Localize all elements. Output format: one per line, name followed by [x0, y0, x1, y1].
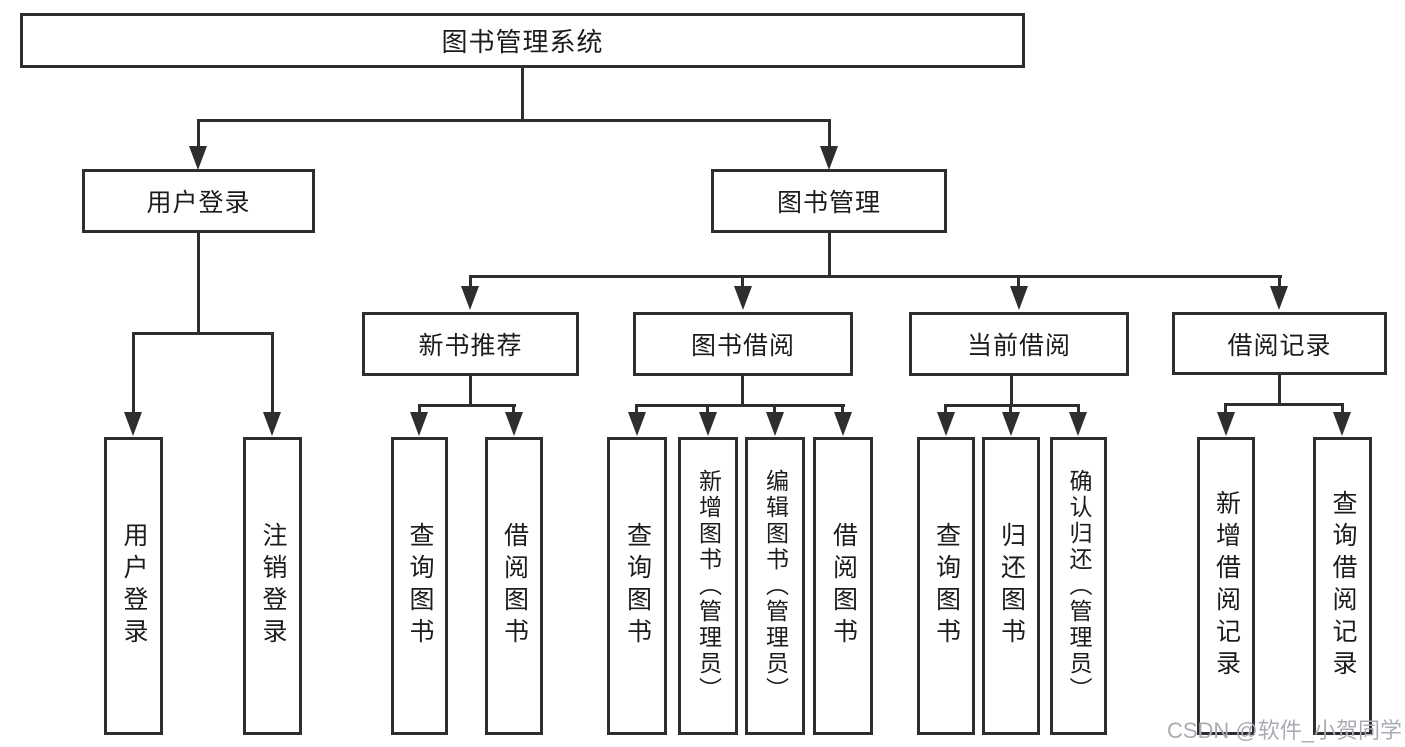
leaf-label: 借阅图书: [829, 522, 858, 650]
node-new-book-recommend: 新书推荐: [362, 312, 579, 376]
connector-line: [1009, 404, 1012, 413]
leaf-label: 查询借阅记录: [1329, 490, 1357, 682]
node-label: 借阅记录: [1227, 331, 1332, 360]
node-library-system: 图书管理系统: [20, 13, 1025, 68]
connector-line: [1010, 376, 1013, 407]
connector-line: [1341, 403, 1344, 413]
connector-line: [469, 376, 472, 407]
leaf-label: 归还图书: [997, 522, 1026, 650]
leaf-add-books-admin: 新增图书（管理员）: [678, 437, 738, 735]
leaf-label: 查询图书: [932, 522, 961, 650]
arrow-down-icon: [1270, 286, 1288, 310]
leaf-query-books-current: 查询图书: [917, 437, 975, 735]
connector-line: [469, 275, 472, 288]
connector-line: [197, 233, 200, 335]
connector-line: [828, 119, 831, 147]
arrow-down-icon: [263, 412, 281, 436]
node-label: 图书借阅: [690, 332, 795, 360]
leaf-edit-books-admin: 编辑图书（管理员）: [745, 437, 805, 735]
arrow-down-icon: [410, 412, 428, 436]
arrow-down-icon: [1010, 286, 1028, 310]
connector-line: [741, 275, 744, 288]
arrow-down-icon: [734, 286, 752, 310]
arrow-down-icon: [699, 412, 717, 436]
node-book-borrowing: 图书借阅: [633, 312, 853, 376]
arrow-down-icon: [820, 146, 838, 170]
leaf-label: 查询图书: [623, 522, 652, 650]
leaf-label: 借阅图书: [500, 522, 529, 650]
arrow-down-icon: [505, 412, 523, 436]
connector-line: [635, 404, 845, 407]
connector-line: [197, 119, 831, 122]
connector-line: [635, 404, 638, 413]
node-book-management: 图书管理: [711, 169, 947, 233]
connector-line: [418, 404, 421, 413]
connector-line: [1224, 403, 1344, 406]
connector-line: [418, 404, 516, 407]
node-label: 新书推荐: [418, 332, 523, 360]
connector-line: [828, 233, 831, 278]
node-label: 用户登录: [146, 189, 251, 217]
leaf-label: 新增图书（管理员）: [695, 469, 722, 703]
arrow-down-icon: [628, 412, 646, 436]
watermark: CSDN @软件_小贺同学: [1166, 718, 1402, 743]
node-label: 图书管理系统: [441, 27, 604, 57]
leaf-add-borrow-record: 新增借阅记录: [1197, 437, 1255, 735]
leaf-confirm-return-admin: 确认归还（管理员）: [1050, 437, 1107, 735]
leaf-query-books-borrowing: 查询图书: [607, 437, 667, 735]
arrow-down-icon: [1217, 412, 1235, 436]
leaf-query-books-recommend: 查询图书: [391, 437, 448, 735]
leaf-label: 用户登录: [120, 522, 148, 650]
connector-line: [1224, 403, 1227, 413]
connector-line: [469, 275, 1282, 278]
connector-line: [521, 68, 524, 122]
leaf-user-login: 用户登录: [104, 437, 163, 735]
arrow-down-icon: [124, 412, 142, 436]
arrow-down-icon: [1333, 412, 1351, 436]
node-borrowing-records: 借阅记录: [1172, 312, 1387, 375]
arrow-down-icon: [1069, 412, 1087, 436]
connector-line: [132, 332, 135, 412]
connector-line: [1278, 275, 1281, 288]
connector-line: [841, 404, 844, 413]
arrow-down-icon: [1002, 412, 1020, 436]
leaf-label: 注销登录: [259, 522, 287, 650]
leaf-query-borrow-record: 查询借阅记录: [1313, 437, 1372, 735]
leaf-label: 新增借阅记录: [1212, 490, 1241, 682]
connector-line: [741, 376, 744, 407]
node-label: 图书管理: [776, 189, 881, 217]
arrow-down-icon: [937, 412, 955, 436]
arrow-down-icon: [461, 286, 479, 310]
leaf-return-books: 归还图书: [982, 437, 1040, 735]
leaf-label: 确认归还（管理员）: [1066, 469, 1092, 703]
node-user-login: 用户登录: [82, 169, 315, 233]
connector-line: [944, 404, 1080, 407]
connector-line: [132, 332, 274, 335]
node-label: 当前借阅: [966, 332, 1071, 360]
connector-line: [706, 404, 709, 413]
connector-line: [1278, 375, 1281, 406]
connector-line: [197, 119, 200, 147]
connector-line: [1017, 275, 1020, 288]
arrow-down-icon: [189, 146, 207, 170]
leaf-borrow-books: 借阅图书: [813, 437, 873, 735]
arrow-down-icon: [834, 412, 852, 436]
connector-line: [512, 404, 515, 413]
leaf-label: 编辑图书（管理员）: [762, 469, 789, 703]
node-current-borrowing: 当前借阅: [909, 312, 1129, 376]
arrow-down-icon: [766, 412, 784, 436]
connector-line: [944, 404, 947, 413]
leaf-logout: 注销登录: [243, 437, 302, 735]
connector-line: [773, 404, 776, 413]
connector-line: [1077, 404, 1080, 413]
leaf-borrow-books-recommend: 借阅图书: [485, 437, 543, 735]
connector-line: [271, 332, 274, 412]
leaf-label: 查询图书: [406, 522, 434, 650]
